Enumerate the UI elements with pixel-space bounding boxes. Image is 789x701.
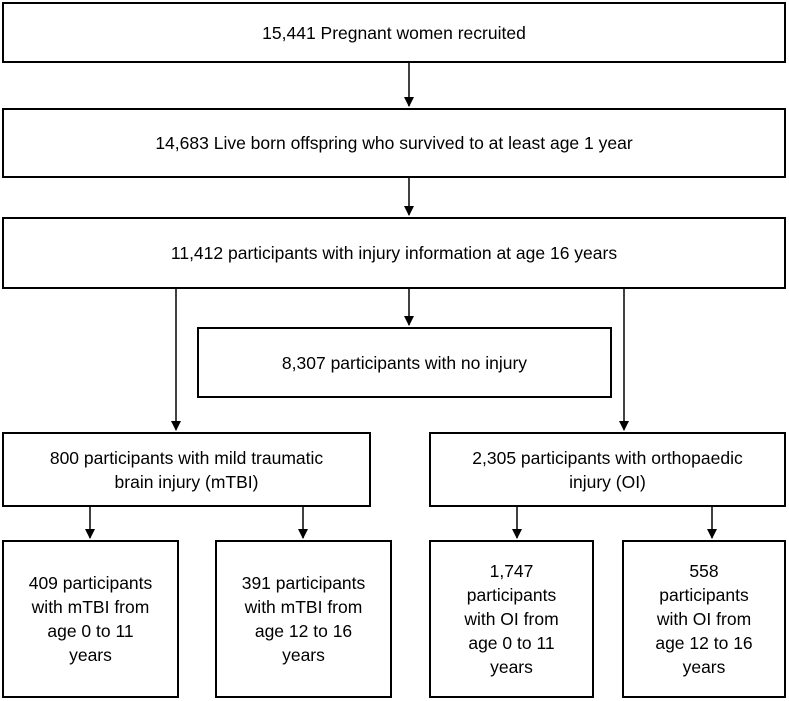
oi-early-box: 1,747 participants with OI from age 0 to… bbox=[429, 540, 594, 698]
mtbi-box: 800 participants with mild traumatic bra… bbox=[2, 432, 371, 507]
no-injury-label: 8,307 participants with no injury bbox=[281, 352, 528, 373]
mtbi-late-label: 391 participants with mTBI from age 12 t… bbox=[241, 573, 366, 665]
injury-info-box: 11,412 participants with injury informat… bbox=[2, 217, 786, 289]
liveborn-box: 14,683 Live born offspring who survived … bbox=[2, 108, 786, 178]
mtbi-early-label: 409 participants with mTBI from age 0 to… bbox=[28, 573, 153, 665]
no-injury-box: 8,307 participants with no injury bbox=[197, 327, 612, 398]
oi-early-label: 1,747 participants with OI from age 0 to… bbox=[464, 561, 559, 677]
oi-late-box: 558 participants with OI from age 12 to … bbox=[622, 540, 786, 698]
recruited-label: 15,441 Pregnant women recruited bbox=[262, 22, 526, 43]
liveborn-label: 14,683 Live born offspring who survived … bbox=[155, 133, 633, 153]
injury-info-label: 11,412 participants with injury informat… bbox=[170, 243, 618, 263]
mtbi-early-box: 409 participants with mTBI from age 0 to… bbox=[2, 540, 179, 698]
oi-box: 2,305 participants with orthopaedic inju… bbox=[429, 432, 786, 507]
recruited-box: 15,441 Pregnant women recruited bbox=[2, 2, 786, 63]
mtbi-late-box: 391 participants with mTBI from age 12 t… bbox=[215, 540, 392, 698]
oi-late-label: 558 participants with OI from age 12 to … bbox=[655, 561, 753, 677]
oi-label: 2,305 participants with orthopaedic inju… bbox=[472, 447, 743, 492]
mtbi-label: 800 participants with mild traumatic bra… bbox=[49, 447, 324, 492]
